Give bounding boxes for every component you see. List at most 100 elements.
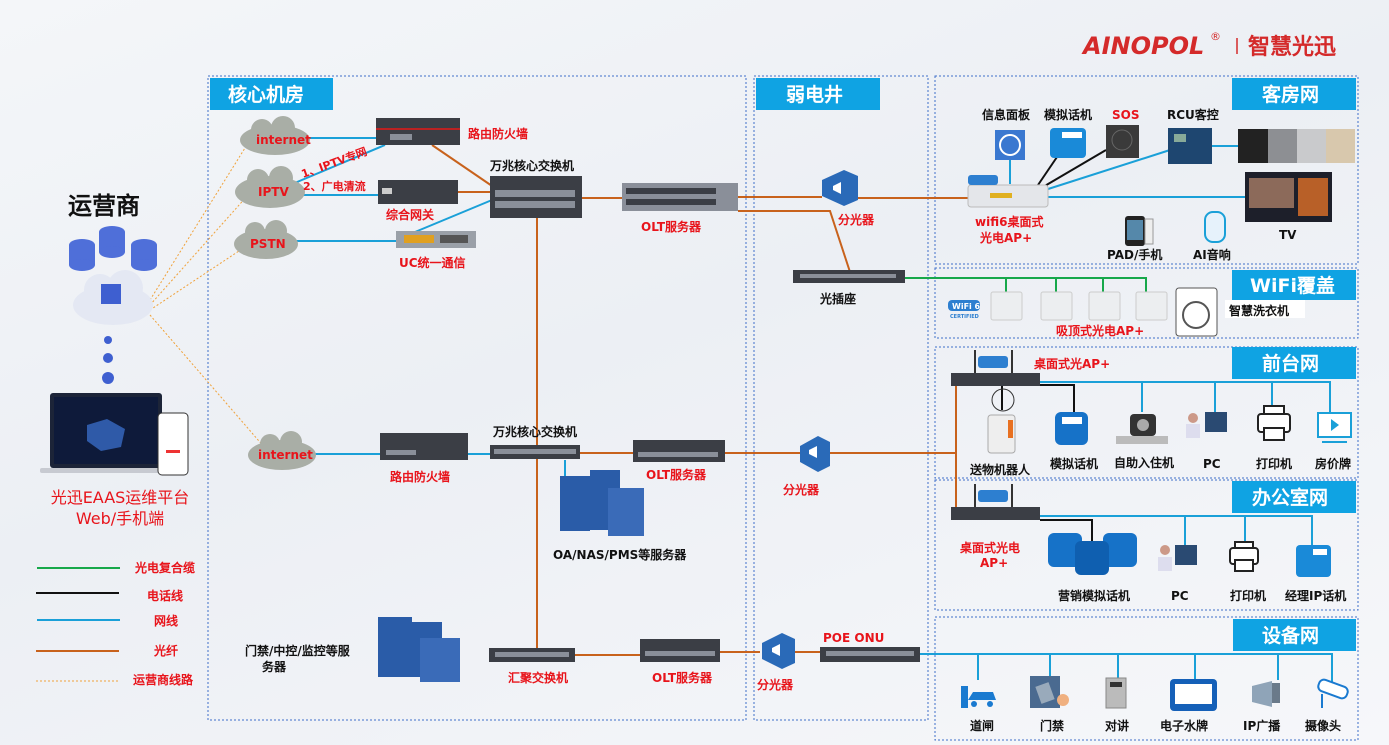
cloud-internet-2-label: internet [258,448,313,462]
cloud-pstn [234,220,298,259]
logo-slogan: 智慧光迅 [1248,34,1336,60]
front-item-label: 送物机器人 [969,462,1031,477]
wifi-tab [1232,270,1356,300]
analog-phone-icon [1055,412,1088,445]
office-item-label: 营销模拟话机 [1058,588,1130,603]
sales-phones-icon [1048,533,1137,575]
ceiling-ap-devices [990,291,1168,321]
device-title: 设备网 [1262,624,1319,647]
room-rate-display-icon [1317,412,1352,443]
camera-icon [1317,678,1349,708]
poe-onu-label: POE ONU [823,631,884,645]
sos-label: SOS [1112,108,1140,122]
agg-switch-label: 汇聚交换机 [508,670,568,685]
olt-label: OLT服务器 [641,219,702,234]
optical-socket-device [793,270,905,283]
database-icon [69,226,157,271]
logo-reg: ® [1210,30,1221,43]
office-pc-icon [1158,545,1197,571]
printer-icon [1257,405,1291,441]
splitter-2-label: 分光器 [783,482,820,497]
wifi-badge-sub: CERTIFIED [950,314,979,320]
legend-label: 网线 [154,613,178,628]
platform-client: Web/手机端 [76,509,164,528]
platform-name: 光迅EAAS运维平台 [51,488,190,507]
office-ap-label: 桌面式光电 [959,540,1020,555]
device-box [934,616,1359,741]
legend-label: 运营商线路 [133,672,194,687]
cloud-pstn-label: PSTN [250,237,286,251]
device-item-label: IP广播 [1243,718,1281,733]
operator-title: 运营商 [68,192,140,220]
iptv-private-label: 1、IPTV专网 [299,144,368,181]
ai-speaker-label: AI音响 [1193,247,1231,262]
legend-label: 光纤 [153,643,178,658]
firewall-2-device [380,433,468,460]
phone-icon [1050,128,1086,158]
gateway-label: 综合网关 [386,207,434,222]
splitter-3-label: 分光器 [757,677,794,692]
firewall-device [376,118,460,145]
fiber-lines [431,144,968,656]
guest-title: 客房网 [1262,83,1319,106]
uc-label: UC统一通信 [399,255,466,270]
cloud-internet-label: internet [256,133,311,147]
logo-brand: AINOPOL [1081,32,1204,60]
security-servers-label: 门禁/中控/监控等服 [245,643,351,658]
rcu-label: RCU客控 [1167,107,1219,122]
broadcast-label: 2、广电清流 [303,179,366,193]
firewall-label: 路由防火墙 [468,126,528,141]
wifi-title: WiFi覆盖 [1250,274,1335,297]
robot-icon [987,388,1016,454]
shaft-tab [756,78,880,110]
security-servers-label-2: 务器 [262,659,287,674]
pc-icon [1186,412,1227,438]
splitter-3-icon [762,633,795,669]
wifi6-certified-badge: WiFi 6 CERTIFIED [948,300,981,320]
device-item-label: 摄像头 [1305,718,1341,733]
core-room-box [207,75,747,721]
sos-button-icon [1106,125,1139,158]
splitter-2-icon [800,436,830,472]
splitter-1-icon [822,170,858,206]
device-item-label: 对讲 [1105,718,1129,733]
guest-box [934,75,1359,265]
front-item-label: 自助入住机 [1114,455,1174,470]
wifi6-ap-label: wifi6桌面式 [975,214,1043,229]
optical-socket-label: 光插座 [819,291,856,306]
self-checkin-kiosk-icon [1116,414,1168,444]
tv-icon [1245,172,1332,222]
office-printer-icon [1229,541,1259,572]
digital-signage-icon [1170,679,1217,711]
analog-phone-label: 模拟话机 [1044,107,1092,122]
ip-broadcast-speaker-icon [1252,681,1280,707]
core-room-title: 核心机房 [228,83,304,106]
telephone-lines [1001,149,1107,545]
composite-cable-lines [905,277,1147,292]
core-switch-2-label: 万兆核心交换机 [492,424,577,439]
intercom-icon [1105,677,1127,709]
core-switch-2-device [490,445,580,459]
laptop-phone-icon [40,393,189,476]
front-item-label: 模拟话机 [1050,456,1098,471]
guest-tab [1232,78,1356,110]
olt-2-label: OLT服务器 [646,467,707,482]
firewall-2-label: 路由防火墙 [390,469,450,484]
info-panel-icon [995,130,1025,160]
access-control-icon [1030,676,1069,708]
operator-lines [149,139,266,449]
ceiling-ap-label: 吸顶式光电AP+ [1056,323,1144,338]
device-item-label: 电子水牌 [1160,718,1208,733]
olt-2-device [633,440,725,462]
cloud-internet-2 [248,431,316,470]
core-switch-device [490,176,582,218]
wifi6-desktop-ap-device [967,175,1049,208]
logo: AINOPOL ® 智慧光迅 [1081,30,1336,60]
device-tab [1233,619,1356,651]
info-panel-label: 信息面板 [982,107,1031,122]
pad-label: PAD/手机 [1107,247,1162,262]
operator-cloud-icon [73,270,153,325]
smart-switch-panels [1238,129,1355,163]
server-rack-icon [560,470,644,536]
